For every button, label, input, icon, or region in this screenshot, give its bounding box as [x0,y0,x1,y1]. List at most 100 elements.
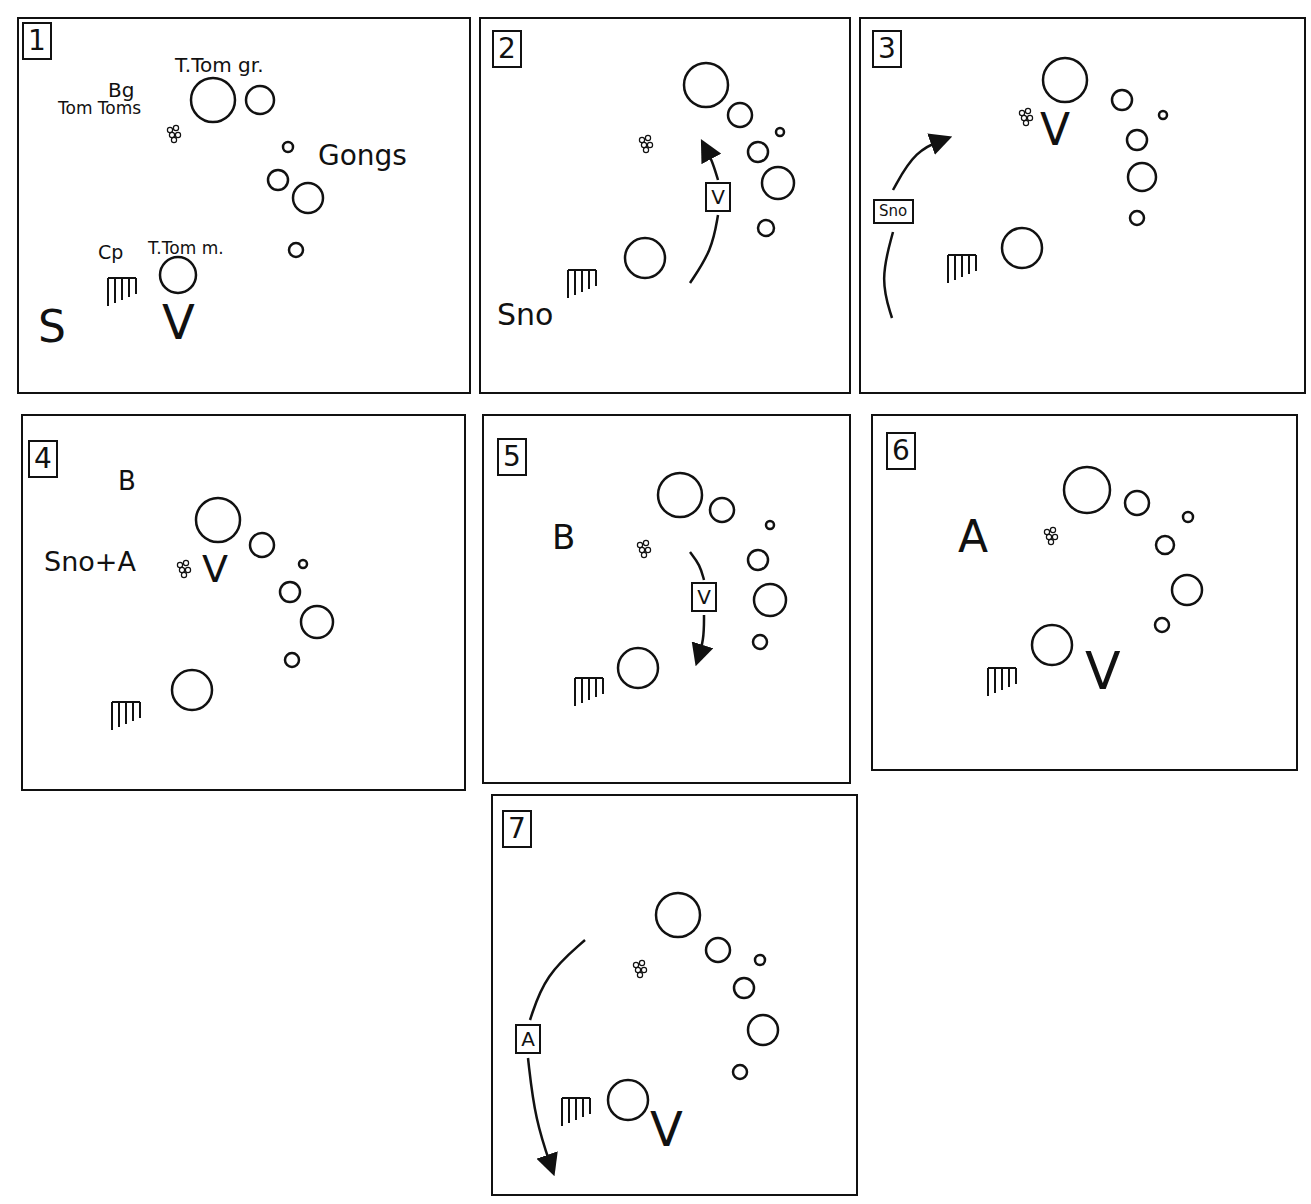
movement-arrow [697,615,704,662]
chimes-symbol [568,270,596,298]
instrument-label: V [162,298,195,346]
box-text: A [521,1029,535,1049]
instrument-label: V [1085,645,1121,697]
drum-gong-circle [246,86,274,114]
drum-gong-circle [1112,90,1132,110]
chimes-symbol [112,702,140,730]
box-text: 4 [34,445,52,473]
drum-gong-circle [191,78,235,122]
bongo-cluster [1019,108,1032,125]
moving-player-box: A [515,1024,541,1054]
drum-gong-circle [1130,211,1144,225]
drum-gong-circle [710,498,734,522]
panel-frame [480,18,850,393]
box-text: 1 [28,27,46,55]
drum-gong-circle [1125,491,1149,515]
chimes-symbol [108,278,136,306]
drum-gong-circle [684,63,728,107]
bongo-cluster [637,540,650,557]
drum-gong-circle [755,955,765,965]
box-text: 2 [498,35,516,63]
movement-arrow [884,232,893,318]
instrument-label: T.Tom m. [148,240,224,257]
instrument-label: B [118,468,136,494]
movement-arrow [528,1058,553,1172]
box-text: 6 [892,437,910,465]
moving-player-box: Sno [873,199,914,224]
drum-gong-circle [1128,163,1156,191]
bongo-cluster [177,560,190,577]
drum-gong-circle [753,635,767,649]
instrument-label: A [958,515,988,559]
panel-frame [492,795,857,1195]
instrument-label: Sno+A [44,548,136,575]
panel-frame [872,415,1297,770]
drum-gong-circle [268,170,288,190]
moving-player-box: V [705,182,731,212]
drum-gong-circle [728,103,752,127]
box-text: V [697,587,711,607]
drum-gong-circle [748,1015,778,1045]
box-text: V [711,187,725,207]
instrument-label: B [552,520,575,554]
drum-gong-circle [608,1080,648,1120]
drum-gong-circle [758,220,774,236]
drum-gong-circle [280,582,300,602]
box-text: 5 [503,443,521,471]
instrument-label: S [38,305,66,349]
bongo-cluster [1044,527,1057,544]
drum-gong-circle [1183,512,1193,522]
panel-frame [483,415,850,783]
panel-number: 7 [502,810,532,848]
drum-gong-circle [734,978,754,998]
drum-gong-circle [1043,58,1087,102]
drum-gong-circle [1002,228,1042,268]
drum-gong-circle [1156,536,1174,554]
instrument-label: Gongs [318,142,407,170]
drum-gong-circle [160,257,196,293]
movement-arrow [690,215,718,283]
movement-arrow [893,138,948,190]
drum-gong-circle [656,893,700,937]
moving-player-box: V [691,582,717,612]
drum-gong-circle [754,584,786,616]
instrument-label: Sno [497,300,553,330]
drum-gong-circle [283,142,293,152]
panel-number: 5 [497,438,527,476]
instrument-label: Bg [108,80,134,100]
bongo-cluster [639,135,652,152]
drum-gong-circle [733,1065,747,1079]
drum-gong-circle [301,606,333,638]
movement-arrow [530,940,585,1020]
drum-gong-circle [1032,625,1072,665]
box-text: 3 [878,35,896,63]
chimes-symbol [575,678,603,706]
drum-gong-circle [766,521,774,529]
drum-gong-circle [289,243,303,257]
chimes-symbol [948,255,976,283]
panel-frame [860,18,1305,393]
panel-number: 3 [872,30,902,68]
drum-gong-circle [776,128,784,136]
bongo-cluster [167,125,180,142]
drum-gong-circle [706,938,730,962]
panel-number: 1 [22,22,52,60]
instrument-label: V [1040,108,1070,152]
drum-gong-circle [762,167,794,199]
drum-gong-circle [625,238,665,278]
drum-gong-circle [1127,130,1147,150]
box-text: Sno [879,204,907,219]
drum-gong-circle [1172,575,1202,605]
instrument-label: Tom Toms [58,100,141,117]
panel-frame [18,18,470,393]
instrument-label: V [202,550,228,588]
drum-gong-circle [1159,111,1167,119]
chimes-symbol [562,1098,590,1126]
chimes-symbol [988,668,1016,696]
drum-gong-circle [299,560,307,568]
instrument-label: V [650,1105,683,1153]
box-text: 7 [508,815,526,843]
drum-gong-circle [250,533,274,557]
panel-frame [22,415,465,790]
